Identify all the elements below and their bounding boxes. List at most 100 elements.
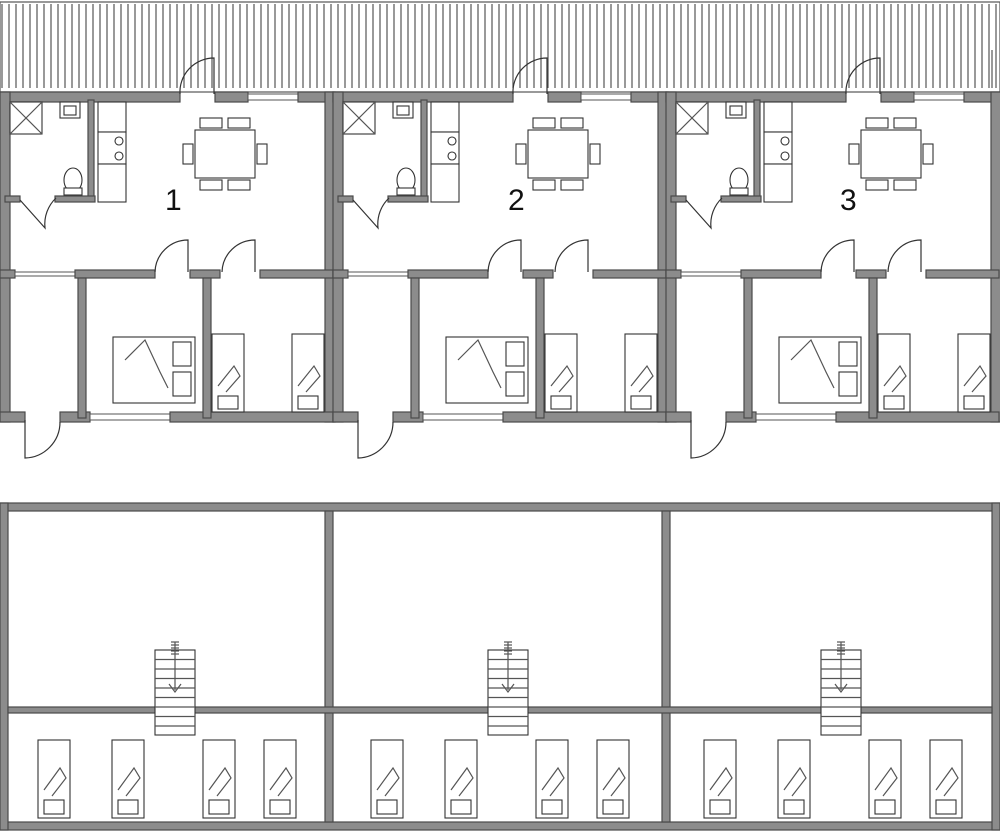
terrace-deck xyxy=(0,1,1000,93)
dining-table xyxy=(194,129,256,179)
shower-mark xyxy=(9,101,43,135)
interior-wall xyxy=(0,269,16,279)
interior-wall xyxy=(202,277,212,419)
stair-arrow-head xyxy=(501,683,515,693)
exterior-wall xyxy=(214,91,249,103)
pillow xyxy=(541,799,563,815)
ground-floor-plan xyxy=(0,57,1000,459)
bed-cover xyxy=(297,364,321,393)
pillow xyxy=(117,799,139,815)
upper-unit-3 xyxy=(703,641,963,819)
opening xyxy=(14,271,76,277)
bed-cover xyxy=(783,766,807,797)
bed-cover xyxy=(457,338,502,389)
unit-label-2: 2 xyxy=(508,184,525,217)
opening xyxy=(347,271,409,277)
exterior-wall xyxy=(991,502,1000,831)
party-wall xyxy=(661,510,671,823)
bed-cover xyxy=(217,364,241,393)
party-wall xyxy=(324,510,334,823)
ground-unit-1 xyxy=(0,57,336,459)
interior-wall xyxy=(420,99,428,201)
interior-wall xyxy=(720,195,762,203)
bed-cover xyxy=(709,766,733,797)
chair xyxy=(199,117,223,129)
pillow xyxy=(43,799,65,815)
burner xyxy=(780,151,790,161)
exterior-wall xyxy=(169,411,334,423)
exterior-wall xyxy=(835,411,1000,423)
interior-wall xyxy=(87,99,95,201)
pillow xyxy=(505,371,525,397)
exterior-wall xyxy=(332,411,359,423)
chair xyxy=(893,117,917,129)
door-swing xyxy=(179,57,215,95)
interior-wall xyxy=(4,195,21,203)
exterior-wall xyxy=(0,821,1000,831)
chair xyxy=(182,143,194,165)
interior-wall xyxy=(259,269,334,279)
door-swing xyxy=(690,420,727,459)
toilet-tank xyxy=(63,187,83,196)
stair-arrow-head xyxy=(168,683,182,693)
bed-cover xyxy=(541,766,565,797)
interior-wall xyxy=(332,269,349,279)
pillow xyxy=(602,799,624,815)
exterior-wall xyxy=(880,91,915,103)
chair xyxy=(893,179,917,191)
ground-unit-2 xyxy=(332,57,669,459)
counter xyxy=(763,163,793,203)
door-swing xyxy=(221,239,256,273)
pillow xyxy=(172,341,192,367)
stair-arrow-head xyxy=(834,683,848,693)
interior-wall xyxy=(925,269,1000,279)
door-swing xyxy=(24,420,61,459)
counter xyxy=(430,163,460,203)
pillow xyxy=(550,395,572,410)
window xyxy=(247,93,299,101)
chair xyxy=(848,143,860,165)
chair xyxy=(515,143,527,165)
chair xyxy=(560,179,584,191)
bed-cover xyxy=(790,338,835,389)
dining-table xyxy=(860,129,922,179)
chair xyxy=(227,117,251,129)
bed-cover xyxy=(602,766,626,797)
chair xyxy=(589,143,601,165)
chair xyxy=(865,117,889,129)
pillow xyxy=(838,341,858,367)
fridge xyxy=(97,101,127,133)
bed-cover xyxy=(550,364,574,393)
unit-labels: 1 2 3 xyxy=(165,184,857,217)
exterior-wall xyxy=(0,502,1000,512)
deck-outline xyxy=(0,1,1000,93)
door-swing xyxy=(154,239,189,273)
pillow xyxy=(217,395,239,410)
chair xyxy=(532,179,556,191)
interior-wall xyxy=(407,269,489,279)
pillow xyxy=(450,799,472,815)
interior-wall xyxy=(535,277,545,419)
exterior-wall xyxy=(0,411,26,423)
pillow xyxy=(874,799,896,815)
window xyxy=(755,413,837,421)
interior-wall xyxy=(387,195,429,203)
chair xyxy=(865,179,889,191)
interior-wall xyxy=(410,277,420,419)
window xyxy=(580,93,632,101)
pillow xyxy=(208,799,230,815)
bed-cover xyxy=(124,338,169,389)
chair xyxy=(256,143,268,165)
shower-mark xyxy=(342,101,376,135)
unit-label-1: 1 xyxy=(165,184,182,217)
interior-wall xyxy=(855,269,887,279)
interior-wall xyxy=(743,277,753,419)
chair xyxy=(922,143,934,165)
door-swing xyxy=(820,239,855,273)
chair xyxy=(227,179,251,191)
pillow xyxy=(172,371,192,397)
bed-cover xyxy=(208,766,232,797)
sink-bowl xyxy=(396,105,410,116)
pillow xyxy=(376,799,398,815)
exterior-wall xyxy=(502,411,667,423)
